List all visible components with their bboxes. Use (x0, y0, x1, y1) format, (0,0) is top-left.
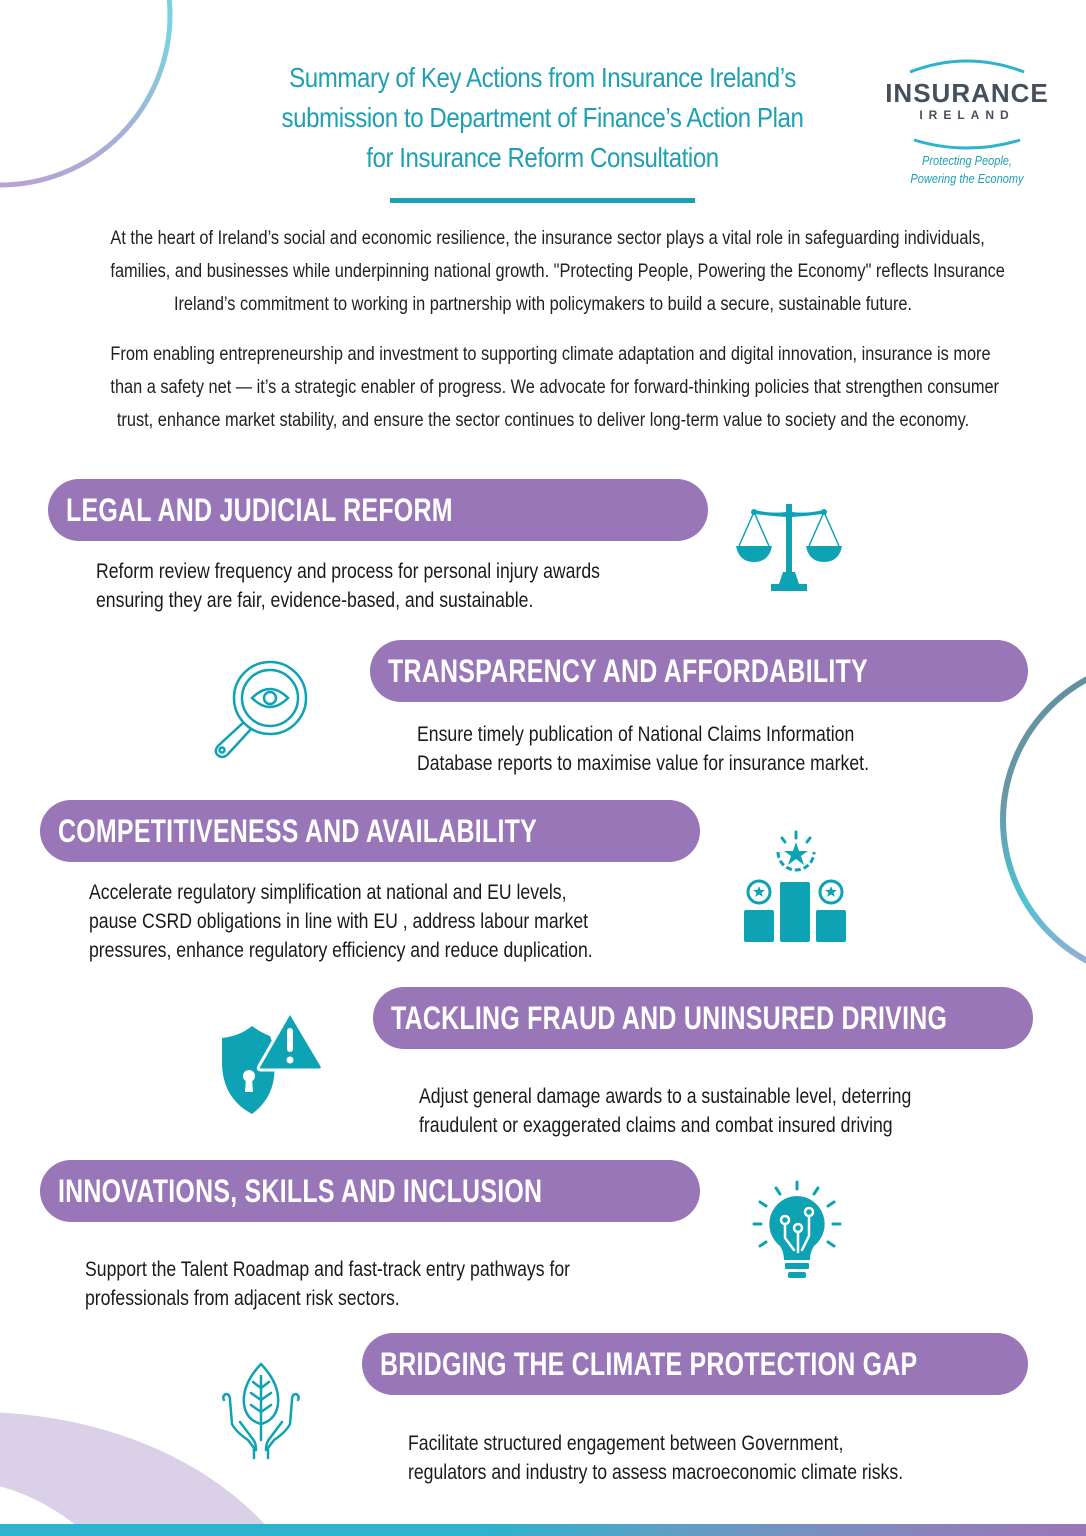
body-line: Adjust general damage awards to a sustai… (419, 1085, 912, 1108)
tagline-line-1: Protecting People, (922, 154, 1012, 168)
scales-of-justice-icon (736, 504, 842, 591)
title-underline (390, 198, 695, 203)
title-line-1: Summary of Key Actions from Insurance Ir… (289, 62, 796, 93)
section-body-climate: Facilitate structured engagement between… (408, 1429, 997, 1487)
intro-paragraph-2: From enabling entrepreneurship and inves… (40, 338, 1046, 437)
section-heading-transparency: TRANSPARENCY AND AFFORDABILITY (370, 640, 1028, 702)
body-line: regulators and industry to assess macroe… (408, 1461, 904, 1484)
heading-text: COMPETITIVENESS AND AVAILABILITY (58, 813, 537, 849)
section-heading-competitiveness: COMPETITIVENESS AND AVAILABILITY (40, 800, 700, 862)
decorative-arc-right (1000, 676, 1086, 964)
body-line: ensuring they are fair, evidence-based, … (96, 589, 534, 612)
intro-line: Ireland’s commitment to working in partn… (173, 294, 913, 315)
body-line: fraudulent or exaggerated claims and com… (419, 1114, 893, 1137)
heading-text: TRANSPARENCY AND AFFORDABILITY (388, 653, 868, 689)
intro-line: From enabling entrepreneurship and inves… (110, 344, 991, 365)
section-heading-fraud: TACKLING FRAUD AND UNINSURED DRIVING (373, 987, 1033, 1049)
logo-subword: IRELAND (919, 108, 1015, 122)
section-body-legal: Reform review frequency and process for … (96, 557, 696, 615)
body-line: Database reports to maximise value for i… (417, 752, 869, 775)
logo-wordmark: INSURANCE (885, 78, 1049, 108)
section-heading-legal: LEGAL AND JUDICIAL REFORM (48, 479, 708, 541)
section-heading-innovations: INNOVATIONS, SKILLS AND INCLUSION (40, 1160, 700, 1222)
section-body-innovations: Support the Talent Roadmap and fast-trac… (85, 1255, 662, 1313)
decorative-band-bottom-left (0, 1412, 300, 1536)
section-body-competitiveness: Accelerate regulatory simplification at … (89, 878, 689, 965)
intro-line: trust, enhance market stability, and ens… (116, 410, 970, 431)
podium-star-icon (744, 830, 846, 942)
heading-text: BRIDGING THE CLIMATE PROTECTION GAP (380, 1346, 918, 1382)
page-title: Summary of Key Actions from Insurance Ir… (261, 58, 824, 178)
tagline-line-2: Powering the Economy (910, 172, 1024, 186)
section-body-fraud: Adjust general damage awards to a sustai… (419, 1082, 1005, 1140)
hands-leaf-icon (222, 1362, 300, 1460)
heading-text: TACKLING FRAUD AND UNINSURED DRIVING (391, 1000, 948, 1036)
body-line: pause CSRD obligations in line with EU ,… (89, 910, 589, 933)
section-body-transparency: Ensure timely publication of National Cl… (417, 720, 955, 778)
heading-text: LEGAL AND JUDICIAL REFORM (66, 492, 453, 528)
decorative-arc-top-left (0, 0, 173, 188)
logo-tagline: Protecting People, Powering the Economy (883, 152, 1050, 188)
shield-warning-icon (222, 1010, 324, 1114)
intro-line: families, and businesses while underpinn… (110, 261, 1005, 282)
intro-line: than a safety net — it’s a strategic ena… (110, 377, 1000, 398)
lightbulb-circuit-icon (752, 1180, 842, 1278)
body-line: pressures, enhance regulatory efficiency… (89, 939, 593, 962)
intro-paragraph-1: At the heart of Ireland’s social and eco… (40, 222, 1046, 321)
body-line: professionals from adjacent risk sectors… (85, 1287, 400, 1310)
body-line: Reform review frequency and process for … (96, 560, 600, 583)
heading-text: INNOVATIONS, SKILLS AND INCLUSION (58, 1173, 543, 1209)
title-line-3: for Insurance Reform Consultation (366, 142, 719, 173)
body-line: Ensure timely publication of National Cl… (417, 723, 855, 746)
logo-arc-icon (909, 59, 1025, 150)
body-line: Support the Talent Roadmap and fast-trac… (85, 1258, 571, 1281)
footer-gradient-bar (0, 1524, 1086, 1536)
intro-line: At the heart of Ireland’s social and eco… (110, 228, 985, 249)
magnifier-eye-icon (214, 660, 308, 759)
body-line: Accelerate regulatory simplification at … (89, 881, 567, 904)
title-line-2: submission to Department of Finance’s Ac… (281, 102, 804, 133)
insurance-ireland-logo: INSURANCE IRELAND Protecting People, Pow… (872, 54, 1062, 194)
section-heading-climate: BRIDGING THE CLIMATE PROTECTION GAP (362, 1333, 1028, 1395)
body-line: Facilitate structured engagement between… (408, 1432, 844, 1455)
